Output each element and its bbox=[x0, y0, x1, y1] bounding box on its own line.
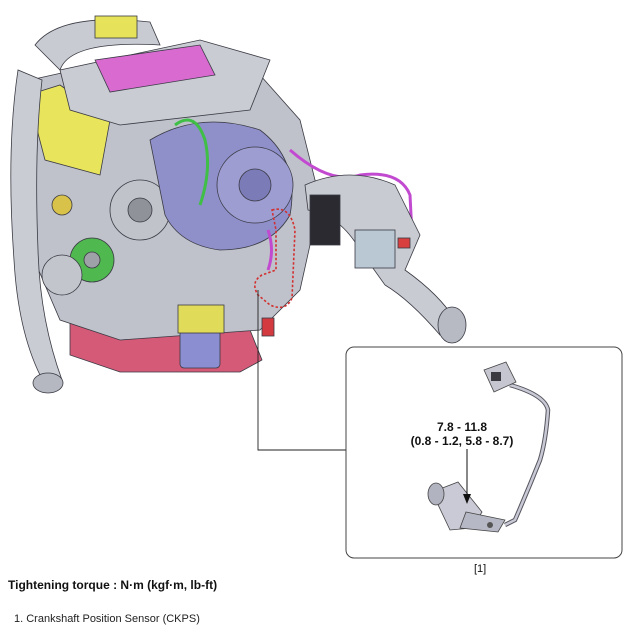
left-pipe-outlet bbox=[32, 372, 64, 394]
pipe-flange bbox=[437, 306, 467, 344]
oil-filter-housing bbox=[177, 304, 225, 334]
sensor-tip bbox=[427, 482, 445, 506]
green-hose bbox=[174, 118, 210, 206]
pipe-clamp-yellow bbox=[94, 15, 138, 39]
sensor-cable-inner bbox=[504, 383, 550, 527]
torque-heading: Tightening torque : N·m (kgf·m, lb-ft) bbox=[8, 578, 218, 592]
leader-line bbox=[257, 290, 346, 451]
mount-bolt-hole bbox=[487, 522, 493, 528]
magenta-hose-1 bbox=[289, 148, 414, 236]
callout-label: [1] bbox=[474, 563, 487, 575]
ckps-sensor bbox=[427, 361, 551, 533]
red-connector bbox=[397, 237, 411, 249]
torque-arrow-head bbox=[463, 494, 471, 504]
red-bracket bbox=[261, 317, 275, 337]
tensioner-pulley bbox=[51, 194, 73, 216]
alternator-hub bbox=[127, 197, 153, 223]
crank-pulley-hub bbox=[83, 251, 101, 269]
torque-value: 7.8 - 11.8 (0.8 - 1.2, 5.8 - 8.7) bbox=[402, 420, 522, 448]
torque-nm: 7.8 - 11.8 bbox=[436, 420, 488, 434]
torque-kgf-lbft: (0.8 - 1.2, 5.8 - 8.7) bbox=[410, 434, 514, 448]
ckps-highlight bbox=[254, 208, 296, 309]
magenta-hose-2 bbox=[266, 229, 273, 271]
engine-assembly bbox=[10, 15, 467, 394]
legend-item: 1. Crankshaft Position Sensor (CKPS) bbox=[14, 613, 200, 625]
detail-box bbox=[345, 346, 623, 559]
connector-pin bbox=[491, 372, 501, 381]
intake-runners-pink bbox=[94, 44, 216, 93]
water-pump-pulley bbox=[41, 254, 83, 296]
oil-filter bbox=[179, 329, 221, 369]
throttle-body bbox=[354, 229, 396, 269]
ecu-module bbox=[309, 194, 341, 246]
turbo-inlet bbox=[238, 168, 272, 202]
sensor-mount bbox=[459, 511, 506, 533]
